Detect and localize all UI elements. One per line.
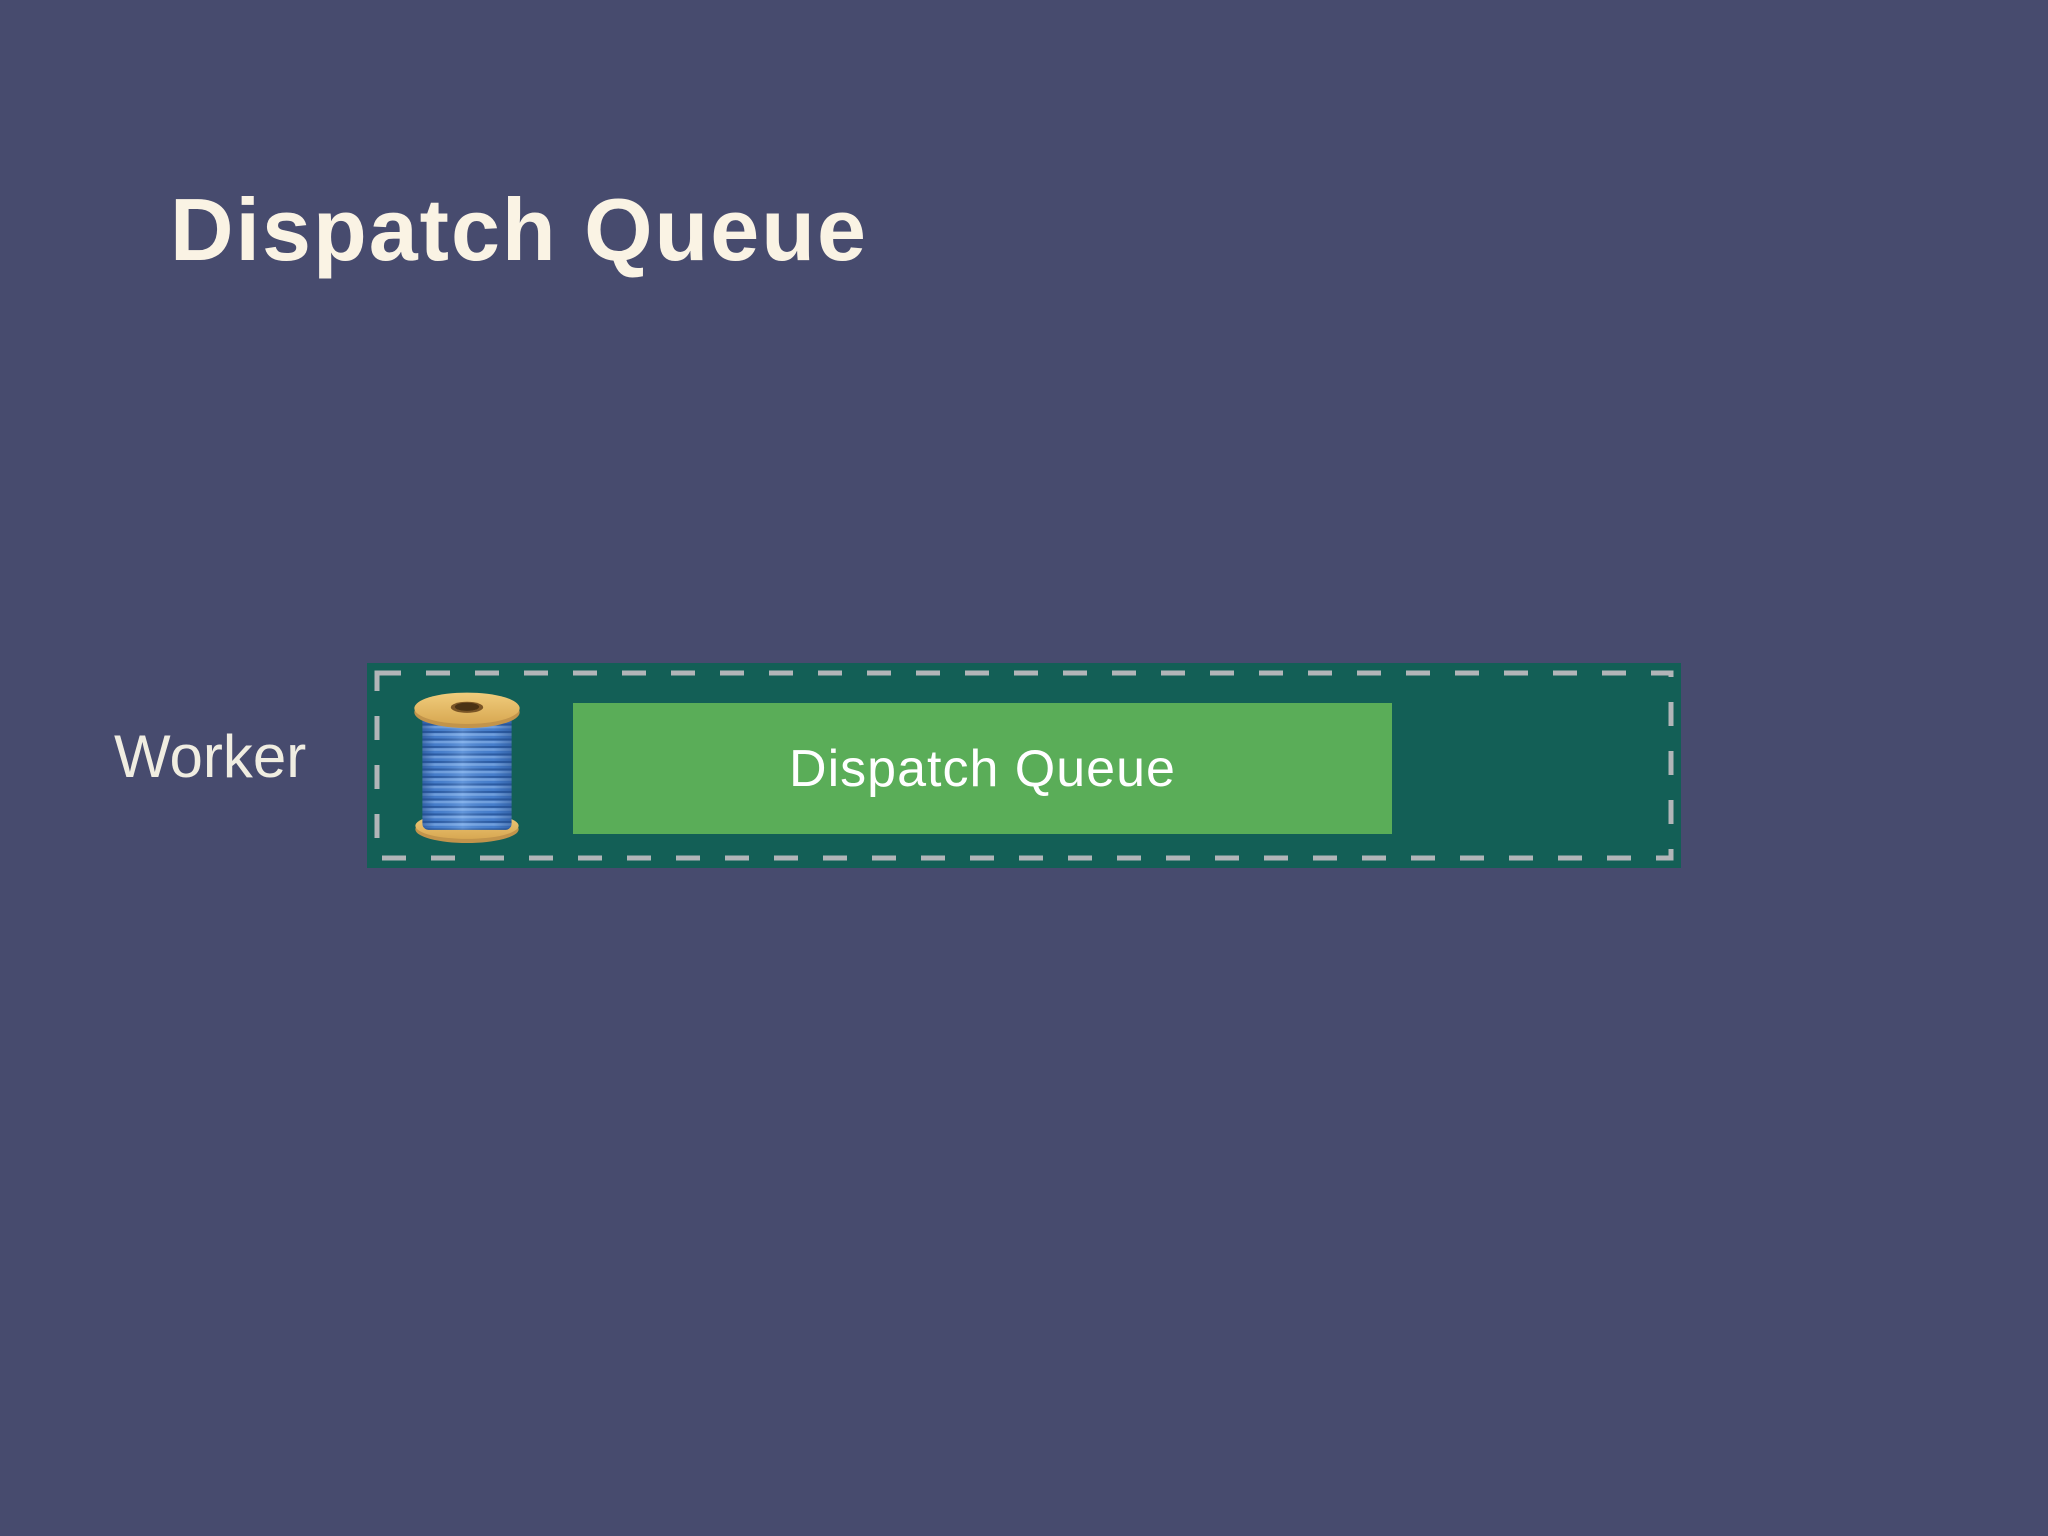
thread-spool-icon: [414, 692, 520, 843]
page-title: Dispatch Queue: [170, 180, 868, 279]
worker-queue-container: Dispatch Queue: [367, 663, 1681, 868]
dispatch-queue-bar-label: Dispatch Queue: [789, 739, 1176, 798]
dispatch-queue-bar: Dispatch Queue: [573, 703, 1392, 834]
worker-row-label: Worker: [114, 723, 307, 790]
